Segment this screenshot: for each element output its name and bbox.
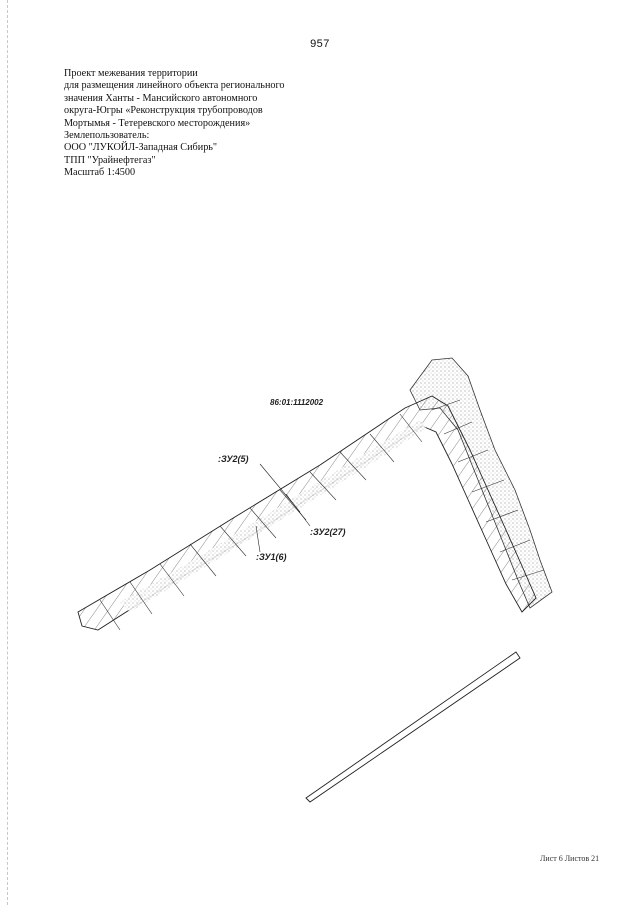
survey-map-drawing [77, 357, 553, 803]
header-line: для размещения линейного объекта региона… [64, 80, 285, 92]
corridor-main-shading [120, 420, 426, 612]
cadastral-number-label: 86:01:1112002 [270, 398, 324, 407]
header-line: Масштаб 1:4500 [64, 167, 136, 179]
detached-segment [305, 651, 521, 803]
document-header: Проект межевания территории для размещен… [64, 68, 364, 180]
header-line: Проект межевания территории [64, 68, 198, 79]
corridor-grid [99, 399, 545, 631]
label-leaders [255, 463, 311, 553]
parcel-label: :ЗУ1(6) [256, 552, 287, 562]
header-line: Землепользователь: [64, 130, 150, 142]
survey-map: 86:01:1112002 :ЗУ2(5) :ЗУ2(27) :ЗУ1(6) [60, 330, 620, 810]
header-line: округа-Югры «Реконструкция трубопроводов [64, 105, 263, 117]
header-line: значения Ханты - Мансийского автономного [64, 92, 258, 104]
parcel-label: :ЗУ2(27) [310, 527, 346, 537]
header-line: Мортымья - Тетеревского месторождения» [64, 117, 251, 129]
page-number: 957 [310, 38, 330, 50]
sheet-info: Лист 6 Листов 21 [540, 854, 600, 863]
header-line: ООО "ЛУКОЙЛ-Западная Сибирь" [64, 142, 218, 154]
header-line: ТПП "Урайнефтегаз" [64, 154, 156, 166]
binding-margin-line [7, 0, 8, 905]
parcel-label: :ЗУ2(5) [218, 454, 249, 464]
